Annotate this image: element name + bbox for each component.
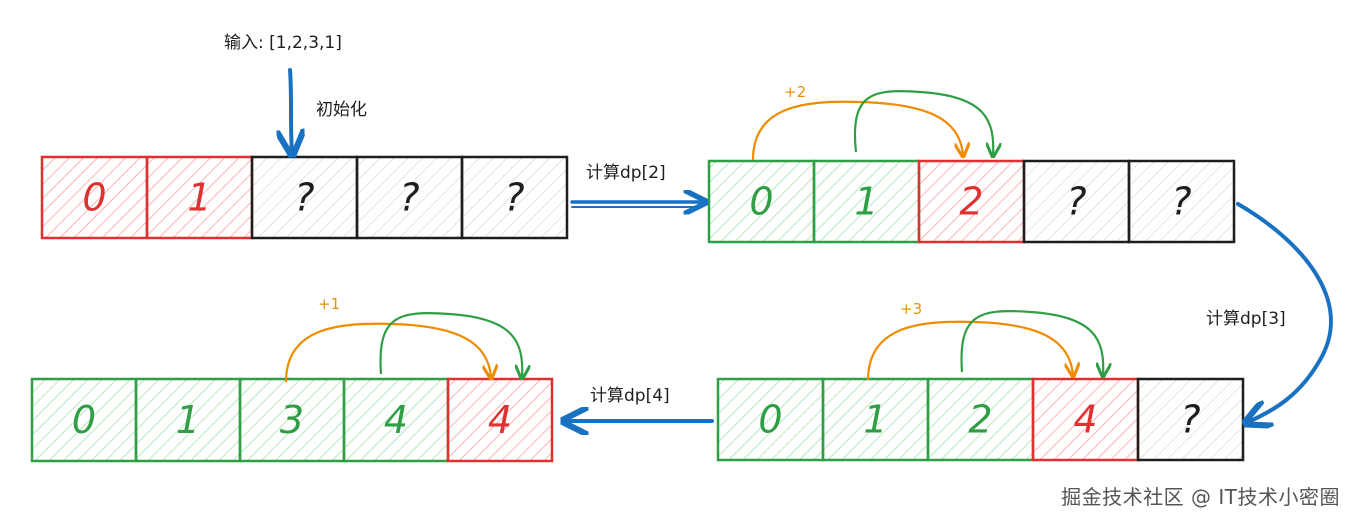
watermark: 掘金技术社区 @ IT技术小密圈 xyxy=(1061,485,1340,509)
cell-box xyxy=(40,155,149,240)
cell-value: ? xyxy=(504,176,524,220)
cell-box xyxy=(30,377,138,463)
step-label-dp3: 计算dp[3] xyxy=(1206,309,1286,329)
cell-value: ? xyxy=(399,176,419,220)
cell-value: 1 xyxy=(854,180,878,224)
array-cell: 4 xyxy=(1031,377,1140,462)
cell-box xyxy=(446,377,554,463)
array-dp4: 0 1 3 4 4 xyxy=(30,377,554,463)
orange-arrow-dp3 xyxy=(866,320,1073,381)
cell-value: 0 xyxy=(758,398,782,442)
cell-box xyxy=(355,155,464,240)
array-cell: ? xyxy=(1136,377,1245,462)
array-cell: 2 xyxy=(926,377,1035,462)
cell-value: ? xyxy=(1171,180,1191,224)
array-cell: 1 xyxy=(821,377,930,462)
cell-box xyxy=(134,377,242,463)
array-cell: 4 xyxy=(342,377,450,463)
cell-value: 4 xyxy=(1073,398,1097,442)
cell-value: 3 xyxy=(280,398,304,442)
array-cell: ? xyxy=(355,155,464,240)
cell-value: 2 xyxy=(959,180,983,224)
green-arrow-dp2 xyxy=(853,89,993,155)
cell-box xyxy=(238,377,346,463)
cell-box xyxy=(145,155,254,240)
array-cell: 2 xyxy=(917,159,1026,244)
input-label: 输入: [1,2,3,1] xyxy=(224,33,342,53)
array-dp2: 0 1 2?? xyxy=(707,159,1236,244)
array-init: 0 1??? xyxy=(40,155,569,240)
cell-box xyxy=(707,159,816,244)
cell-value: 4 xyxy=(384,398,408,442)
cell-value: ? xyxy=(1180,398,1200,442)
cell-box xyxy=(812,159,921,244)
cell-value: ? xyxy=(294,176,314,220)
cell-value: 1 xyxy=(187,176,211,220)
step-label-dp2: 计算dp[2] xyxy=(586,163,666,183)
array-cell: 1 xyxy=(145,155,254,240)
cell-box xyxy=(460,155,569,240)
array-cell: 1 xyxy=(134,377,242,463)
cell-box xyxy=(1127,159,1236,244)
step-arrow-dp3 xyxy=(1236,202,1333,422)
cell-value: 0 xyxy=(749,180,773,224)
array-cell: ? xyxy=(250,155,359,240)
cell-value: ? xyxy=(1066,180,1086,224)
cell-value: 0 xyxy=(72,398,96,442)
green-arrow-dp3 xyxy=(960,309,1104,375)
cell-value: 1 xyxy=(176,398,200,442)
increment-dp3: +3 xyxy=(900,300,922,318)
array-dp3: 0 1 2 4? xyxy=(716,377,1245,462)
increment-dp4: +1 xyxy=(318,295,340,313)
cell-box xyxy=(821,377,930,462)
array-cell: 4 xyxy=(446,377,554,463)
cell-value: 1 xyxy=(863,398,887,442)
array-cell: 0 xyxy=(40,155,149,240)
cell-box xyxy=(1136,377,1245,462)
array-cell: 1 xyxy=(812,159,921,244)
array-cell: ? xyxy=(1127,159,1236,244)
array-cell: ? xyxy=(1022,159,1131,244)
cell-box xyxy=(342,377,450,463)
cell-value: 4 xyxy=(488,398,512,442)
cell-box xyxy=(917,159,1026,244)
increment-dp2: +2 xyxy=(784,83,806,101)
init-arrow xyxy=(290,68,292,152)
green-arrow-dp4 xyxy=(379,311,523,377)
step-label-dp4: 计算dp[4] xyxy=(590,386,670,406)
cell-value: 2 xyxy=(968,398,992,442)
array-cell: 0 xyxy=(707,159,816,244)
array-cell: 3 xyxy=(238,377,346,463)
orange-arrow-dp2 xyxy=(751,100,963,161)
orange-arrow-dp4 xyxy=(284,322,491,383)
array-cell: 0 xyxy=(716,377,825,462)
cell-box xyxy=(1031,377,1140,462)
array-cell: 0 xyxy=(30,377,138,463)
array-cell: ? xyxy=(460,155,569,240)
cell-box xyxy=(926,377,1035,462)
arrays-layer: 0 1??? 0 1 2?? 0 1 2 4? 0 1 3 4 4 xyxy=(30,155,1245,463)
cell-value: 0 xyxy=(82,176,106,220)
init-label: 初始化 xyxy=(316,100,367,120)
